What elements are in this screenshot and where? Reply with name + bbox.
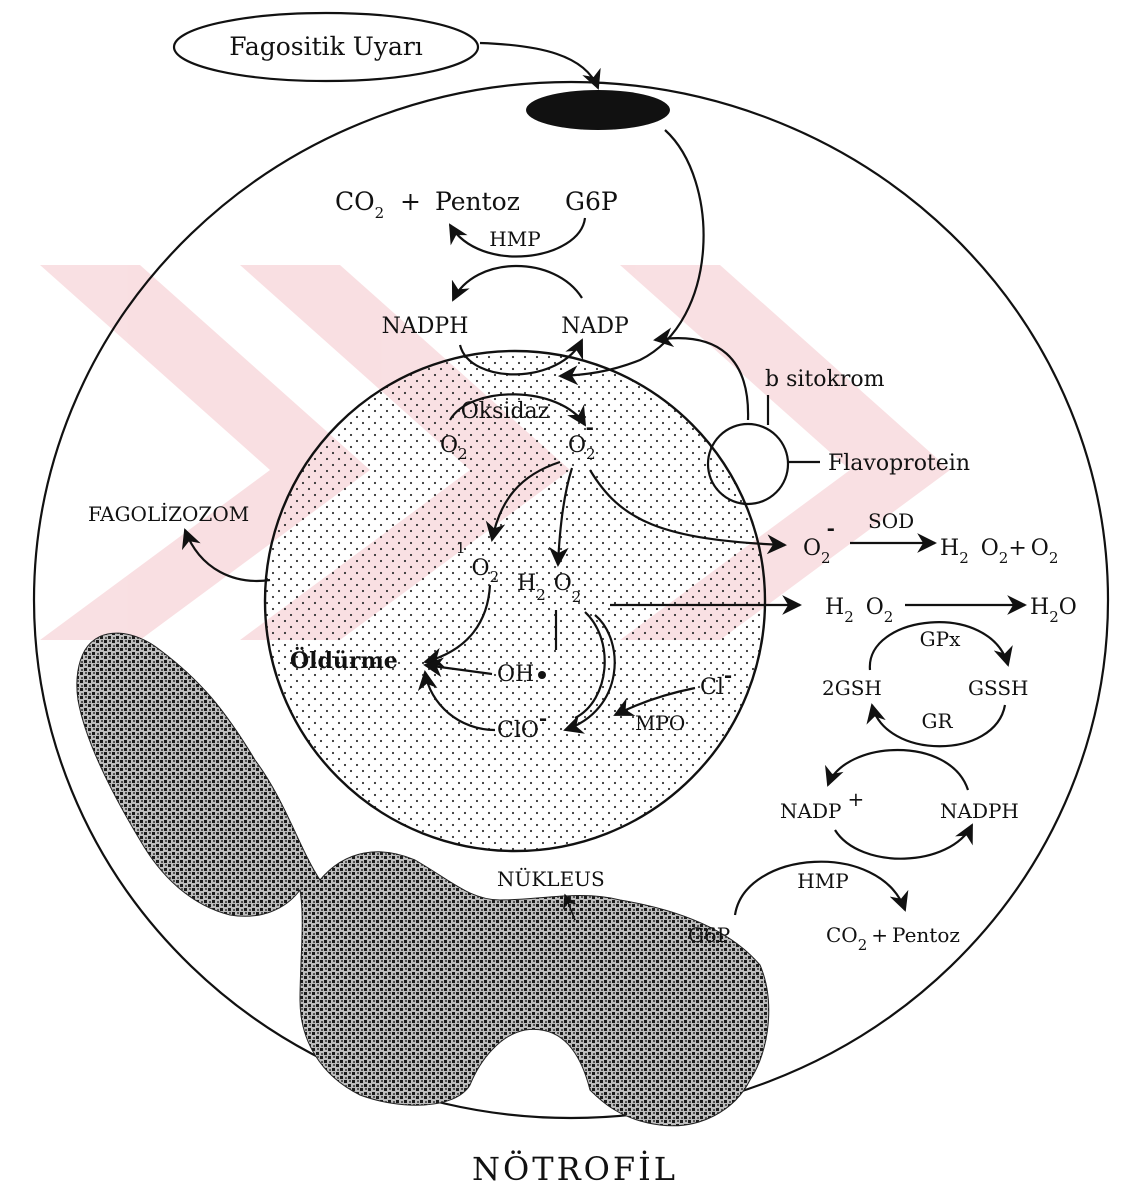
- nadp-top: NADP: [561, 314, 629, 339]
- sod-label: SOD: [868, 509, 914, 533]
- glutathione-cycle: GPx 2GSH GSSH GR: [822, 622, 1028, 746]
- hmp-top-label: HMP: [489, 227, 540, 251]
- plus-top: +: [400, 187, 421, 216]
- co2-pentose-bottom: CO2+Pentoz: [826, 923, 960, 954]
- phagolysosome: [265, 351, 765, 851]
- pentose-top: Pentoz: [435, 187, 520, 216]
- gsh-label: 2GSH: [822, 676, 882, 700]
- diagram-title: NÖTROFİL: [472, 1150, 678, 1188]
- stimulus-node: Fagositik Uyarı: [174, 13, 478, 81]
- nadph-to-nadp-bottom: [828, 750, 968, 790]
- g6p-top: G6P: [565, 187, 618, 216]
- oxidase-label: Oksidaz: [461, 399, 549, 424]
- nadp-to-nadph-arc: [453, 266, 582, 300]
- gssh-label: GSSH: [968, 676, 1028, 700]
- co2-top: CO2: [335, 187, 384, 222]
- gr-label: GR: [921, 709, 953, 733]
- hydroxyl-dot: [538, 671, 546, 679]
- mpo-label: MPO: [635, 711, 685, 735]
- flavoprotein-label: Flavoprotein: [828, 451, 970, 476]
- nucleus-label: NÜKLEUS: [497, 866, 605, 891]
- water: H2O: [1030, 595, 1077, 626]
- hmp-bottom-label: HMP: [797, 869, 848, 893]
- phagolysosome-label: FAGOLİZOZOM: [88, 502, 249, 526]
- stimulus-label: Fagositik Uyarı: [229, 32, 423, 61]
- gpx-label: GPx: [920, 627, 961, 651]
- nadph-top: NADPH: [382, 314, 469, 339]
- killing-label: Öldürme: [290, 646, 398, 674]
- nadp-to-nadph-bottom: [835, 825, 972, 859]
- g6p-bottom: G6P: [688, 923, 730, 947]
- nadph-bottom: NADPH: [940, 799, 1019, 823]
- cytochrome-label: b sitokrom: [765, 367, 885, 392]
- receptor: [526, 90, 670, 130]
- nadp-plus-bottom: NADP+: [780, 787, 864, 823]
- hmp-cycle-bottom: NADP+ NADPH HMP G6P CO2+Pentoz: [688, 750, 1019, 954]
- hydroxyl: OH: [497, 662, 534, 687]
